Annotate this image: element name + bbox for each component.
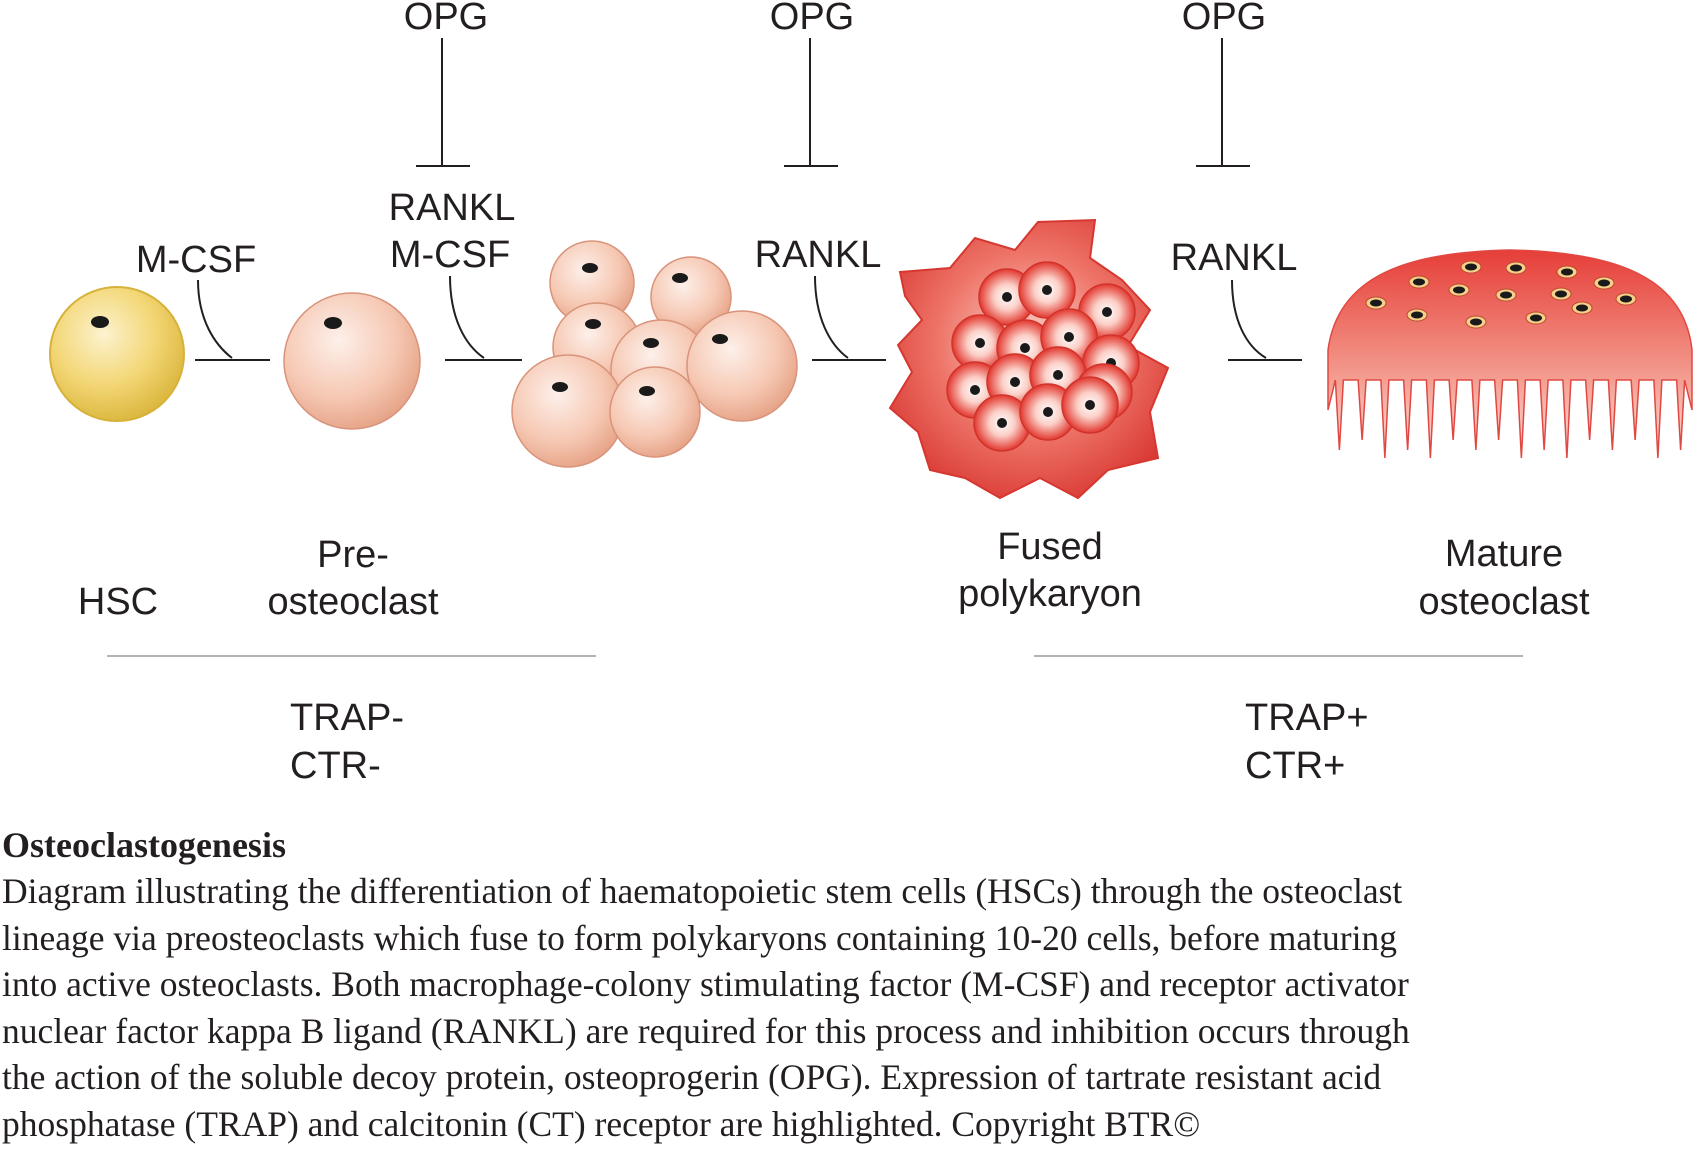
nucleus [1530,314,1542,322]
factor-step-3: RANKL [755,234,886,361]
opg-label: OPG [770,0,854,38]
rankl-label: RANKL [1171,237,1298,279]
nucleus [1064,332,1074,342]
opg-label: OPG [1182,0,1266,38]
trap-negative-label: TRAP- [290,697,404,739]
pre-osteoclast-label-line2: osteoclast [267,581,439,623]
nucleus [1370,299,1382,307]
nucleus [1411,311,1423,319]
nucleus [1020,343,1030,353]
nucleus [324,317,342,329]
nucleus [1598,279,1610,287]
nucleus [975,338,985,348]
nucleus [1010,377,1020,387]
nucleus [1085,400,1095,410]
ctr-negative-label: CTR- [290,745,381,787]
mcsf-label: M-CSF [390,234,510,276]
nucleus [1453,286,1465,294]
opg-inhibition-1: OPG [404,0,488,167]
nucleus [1576,304,1588,312]
figure-caption: Osteoclastogenesis Diagram illustrating … [2,822,1702,1147]
nucleus [1470,318,1482,326]
mature-osteoclast-label-line1: Mature [1445,533,1563,575]
nucleus [970,385,980,395]
nucleus [1043,407,1053,417]
nucleus [1500,291,1512,299]
opg-inhibition-3: OPG [1182,0,1266,167]
trap-positive-label: TRAP+ [1245,697,1369,739]
hsc-label: HSC [78,581,158,623]
fused-polykaryon-label-line2: polykaryon [958,573,1142,615]
factor-step-2: RANKL M-CSF [389,187,522,361]
fused-polykaryon [888,218,1170,500]
nucleus [1465,263,1477,271]
nucleus [1413,278,1425,286]
nucleus [1053,370,1063,380]
mcsf-label: M-CSF [136,239,256,281]
opg-label: OPG [404,0,488,38]
nucleus [1042,285,1052,295]
nucleus [1002,292,1012,302]
pre-osteoclast-label-line1: Pre- [317,534,389,576]
nucleus [1102,307,1112,317]
rankl-label: RANKL [389,187,516,229]
mature-osteoclast-label-line2: osteoclast [1418,581,1590,623]
rankl-label: RANKL [755,234,882,276]
caption-body: Diagram illustrating the differentiation… [2,871,1410,1144]
opg-inhibition-2: OPG [770,0,854,167]
hsc-cell [49,286,185,422]
factor-step-1: M-CSF [136,239,270,361]
pre-osteoclast-cell [283,292,421,430]
fused-polykaryon-label-line1: Fused [997,526,1103,568]
osteoclastogenesis-diagram: OPG OPG OPG M-CSF RANKL M-CSF RANKL RANK… [49,0,1693,787]
mature-nuclei-group [1365,260,1637,329]
ctr-positive-label: CTR+ [1245,745,1345,787]
caption-title: Osteoclastogenesis [2,825,286,865]
mature-osteoclast [1327,249,1693,459]
nucleus [1555,290,1567,298]
pre-osteoclast-cluster [511,240,798,468]
factor-step-4: RANKL [1171,237,1302,361]
nucleus [1561,268,1573,276]
nucleus [1620,295,1632,303]
nucleus [997,418,1007,428]
nucleus [1510,264,1522,272]
nucleus [91,316,109,328]
nuclei-group [946,261,1140,452]
